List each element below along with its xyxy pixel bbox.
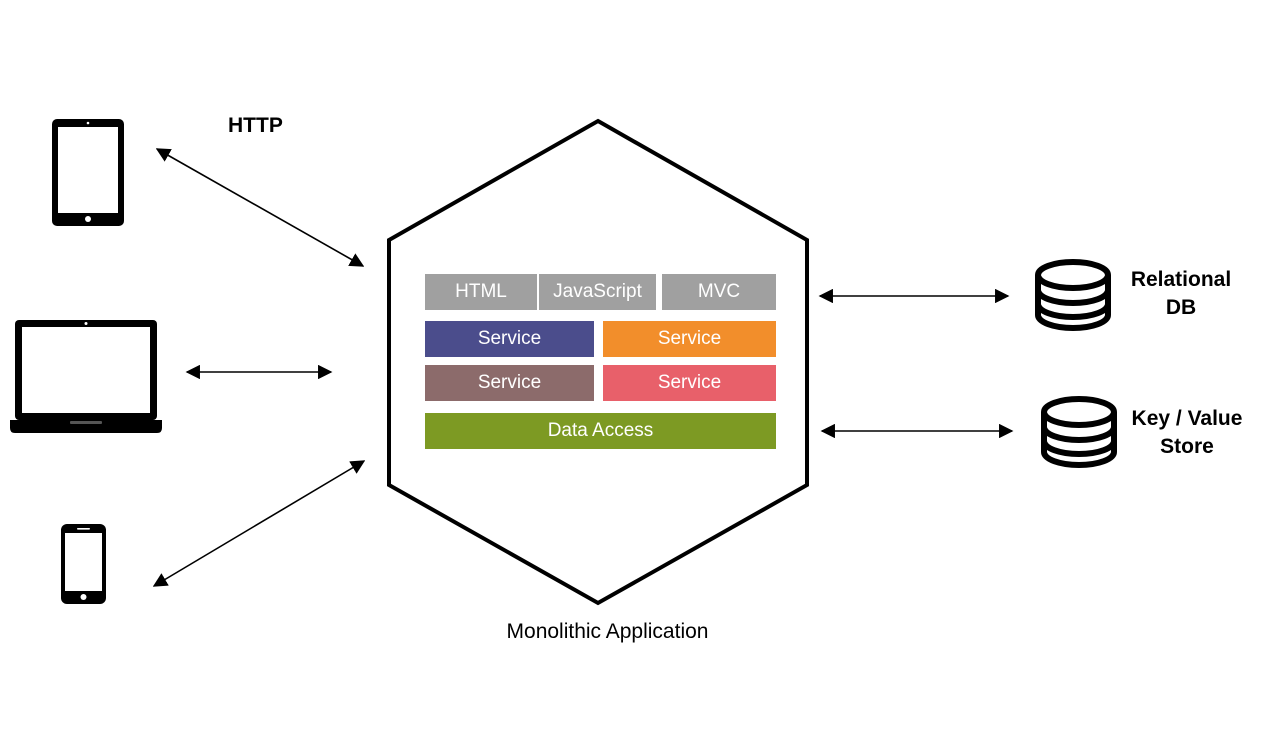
application-label: Monolithic Application <box>506 620 709 643</box>
phone-icon <box>61 524 106 604</box>
http-label: HTTP <box>228 114 283 137</box>
store-label-line: Key / Value <box>1131 407 1243 430</box>
html-layer: HTML <box>425 274 537 310</box>
store-label-line: DB <box>1165 296 1197 319</box>
store-label-line: Store <box>1160 435 1214 458</box>
application-hexagon <box>387 118 809 606</box>
service-block: Service <box>603 321 776 357</box>
data-access-layer: Data Access <box>425 413 776 449</box>
service-block: Service <box>425 365 594 401</box>
mvc-layer: MVC <box>662 274 776 310</box>
service-block: Service <box>425 321 594 357</box>
relational-db-label: Relational DB <box>1106 266 1256 322</box>
laptop-icon <box>10 320 162 433</box>
arrow-tablet-app <box>155 148 365 267</box>
database-icon <box>1041 396 1117 468</box>
key-value-store-label: Key / Value Store <box>1112 405 1262 461</box>
service-block: Service <box>603 365 776 401</box>
tablet-icon <box>52 119 124 226</box>
javascript-layer: JavaScript <box>539 274 656 310</box>
database-icon <box>1035 259 1111 331</box>
arrow-phone-app <box>152 460 366 587</box>
store-label-line: Relational <box>1130 268 1232 291</box>
